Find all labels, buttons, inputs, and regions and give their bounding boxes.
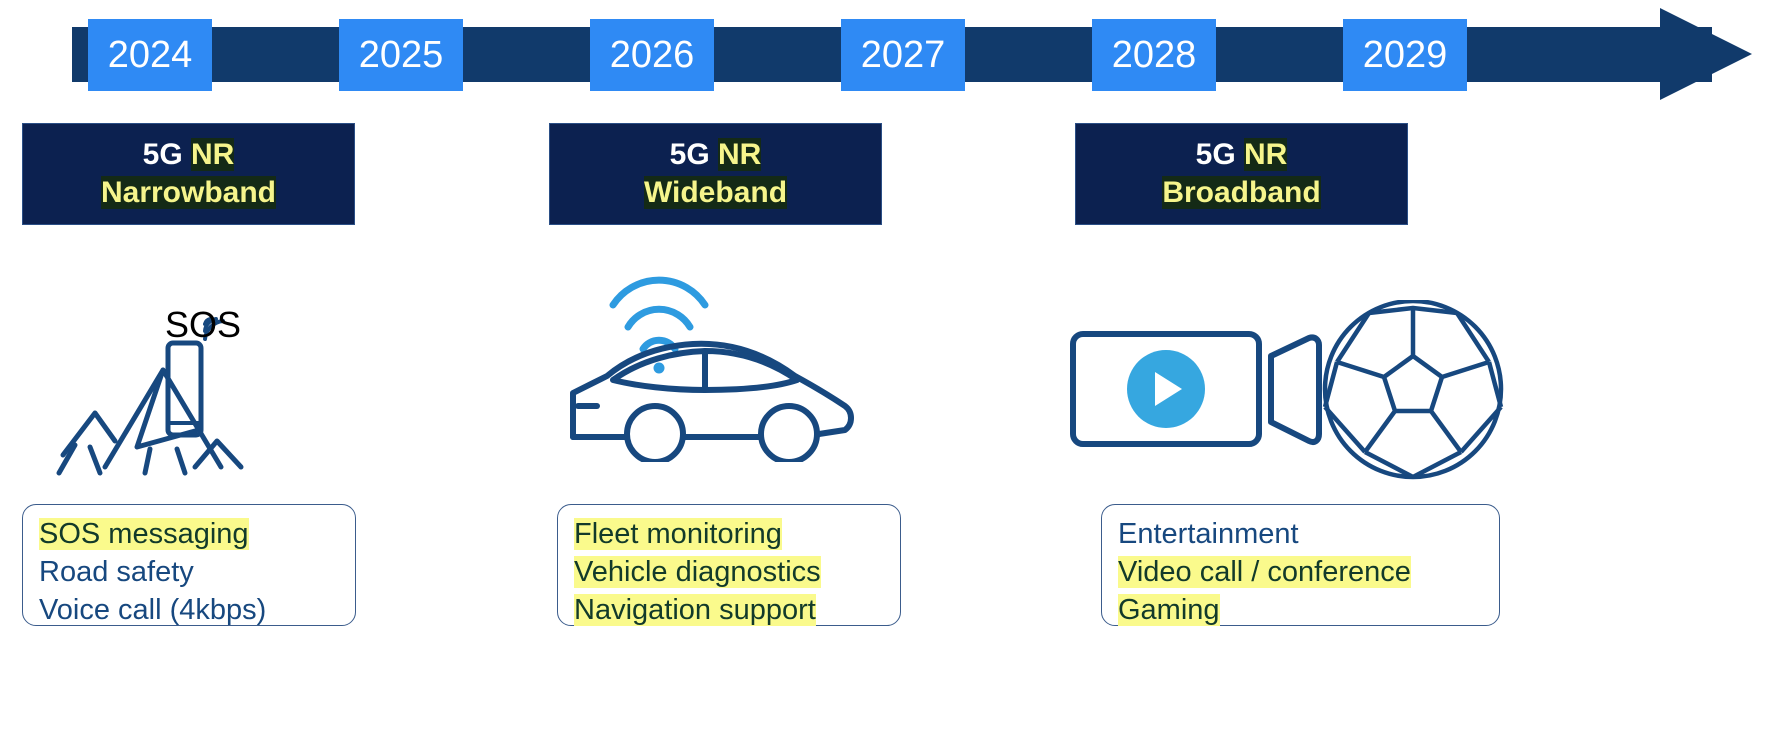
feature-item: Gaming	[1118, 591, 1485, 629]
banner-line-2: Narrowband	[100, 174, 277, 212]
feature-text: Vehicle diagnostics	[574, 556, 821, 588]
feature-item: Vehicle diagnostics	[574, 553, 886, 591]
banner-second-line: Wideband	[643, 176, 788, 209]
icon-zone-broadband	[1065, 298, 1510, 490]
feature-item: Video call / conference	[1118, 553, 1485, 591]
phase-banner-broadband[interactable]: 5G NR Broadband	[1075, 123, 1408, 225]
connected-car-wifi-icon	[570, 276, 854, 465]
feature-text: Video call / conference	[1118, 556, 1411, 588]
phase-banner-wideband[interactable]: 5G NR Wideband	[549, 123, 882, 225]
icon-zone-narrowband: SOS	[45, 295, 285, 485]
banner-second-line: Broadband	[1162, 176, 1321, 209]
banner-line-2: Broadband	[1162, 174, 1321, 212]
banner-prefix: 5G	[669, 138, 710, 171]
feature-text: Voice call (4kbps)	[39, 594, 267, 626]
feature-text: Road safety	[39, 556, 194, 588]
timeline-year-2026[interactable]: 2026	[590, 19, 714, 91]
feature-text: Navigation support	[574, 594, 816, 626]
phase-banner-narrowband[interactable]: 5G NR Narrowband	[22, 123, 355, 225]
feature-item: Entertainment	[1118, 515, 1485, 553]
sos-mountain-phone-icon	[56, 317, 244, 476]
feature-text: Entertainment	[1118, 518, 1299, 550]
timeline-year-2024[interactable]: 2024	[88, 19, 212, 91]
timeline-year-2025[interactable]: 2025	[339, 19, 463, 91]
banner-line-2: Wideband	[643, 174, 788, 212]
feature-item: Navigation support	[574, 591, 886, 629]
video-camera-soccer-ball-icon	[1070, 298, 1504, 480]
banner-line-1: 5G NR	[143, 136, 235, 174]
icon-zone-wideband	[565, 272, 865, 465]
banner-prefix: 5G	[1195, 138, 1236, 171]
banner-highlight: NR	[1244, 138, 1288, 171]
feature-text: SOS messaging	[39, 518, 249, 550]
banner-line-1: 5G NR	[670, 136, 762, 174]
timeline-year-2029[interactable]: 2029	[1343, 19, 1467, 91]
banner-second-line: Narrowband	[100, 176, 277, 209]
feature-box-broadband[interactable]: Entertainment Video call / conference Ga…	[1101, 504, 1500, 626]
timeline: 2024 2025 2026 2027 2028 2029	[0, 0, 1766, 108]
feature-item: SOS messaging	[39, 515, 341, 553]
feature-text: Gaming	[1118, 594, 1220, 626]
banner-line-1: 5G NR	[1196, 136, 1288, 174]
banner-prefix: 5G	[142, 138, 183, 171]
feature-item: Voice call (4kbps)	[39, 591, 341, 629]
feature-item: Road safety	[39, 553, 341, 591]
banner-highlight: NR	[191, 138, 235, 171]
feature-box-narrowband[interactable]: SOS messaging Road safety Voice call (4k…	[22, 504, 356, 626]
feature-item: Fleet monitoring	[574, 515, 886, 553]
feature-text: Fleet monitoring	[574, 518, 782, 550]
feature-box-wideband[interactable]: Fleet monitoring Vehicle diagnostics Nav…	[557, 504, 901, 626]
timeline-year-2028[interactable]: 2028	[1092, 19, 1216, 91]
timeline-year-2027[interactable]: 2027	[841, 19, 965, 91]
banner-highlight: NR	[718, 138, 762, 171]
sos-text-label: SOS	[165, 304, 242, 345]
